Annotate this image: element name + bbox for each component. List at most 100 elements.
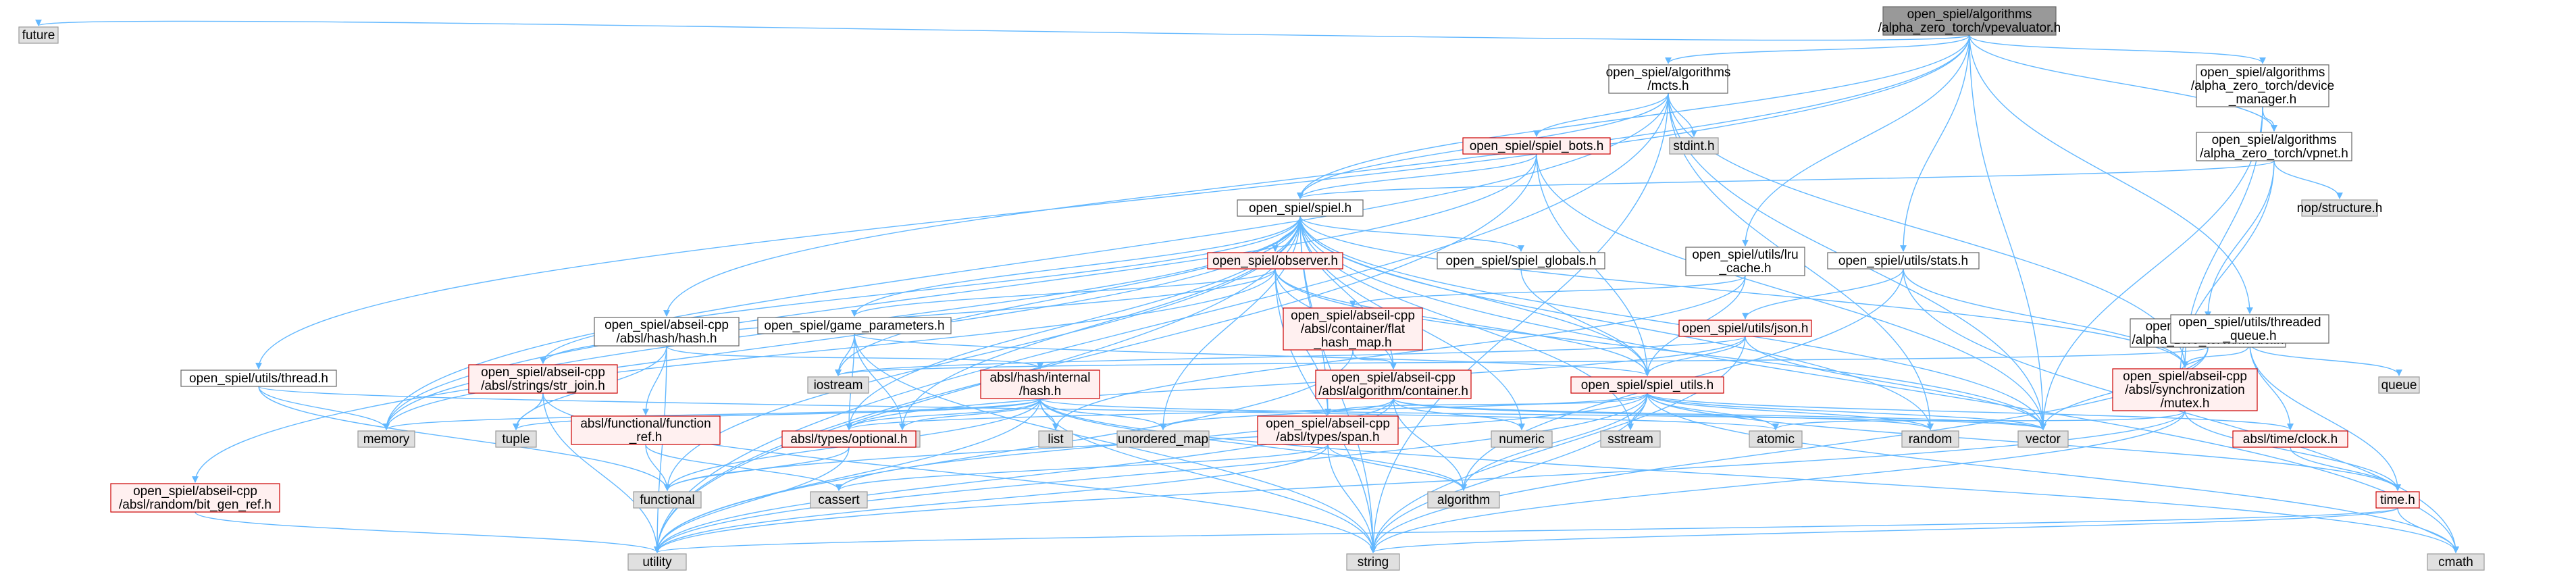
node-strjoin[interactable]: open_spiel/abseil-cpp/absl/strings/str_j… bbox=[468, 364, 618, 394]
node-observer[interactable]: open_spiel/observer.h bbox=[1207, 252, 1343, 270]
node-utils[interactable]: open_spiel/spiel_utils.h bbox=[1570, 376, 1724, 394]
edge-stats-to-cmath bbox=[1903, 268, 2459, 553]
node-label-line: _hash_map.h bbox=[1313, 336, 1391, 350]
node-box bbox=[1462, 137, 1611, 155]
node-label-line: nop/structure.h bbox=[2297, 201, 2383, 215]
node-box bbox=[2375, 491, 2420, 509]
node-label-line: iostream bbox=[814, 378, 863, 392]
node-label-line: /alpha_zero_torch/device bbox=[2191, 79, 2334, 93]
edge-strjoin-to-utility bbox=[542, 392, 661, 553]
node-span[interactable]: open_spiel/abseil-cpp/absl/types/span.h bbox=[1257, 415, 1399, 445]
node-box bbox=[1827, 252, 1980, 270]
node-label-line: open_spiel/observer.h bbox=[1212, 254, 1338, 268]
edge-utils-to-random bbox=[1647, 392, 1934, 430]
node-label-line: open_spiel/spiel_globals.h bbox=[1446, 254, 1597, 268]
node-box bbox=[594, 317, 740, 347]
edge-gameparams-to-string bbox=[854, 333, 1376, 553]
node-layer: open_spiel/algorithms/alpha_zero_torch/v… bbox=[18, 6, 2485, 571]
node-json[interactable]: open_spiel/utils/json.h bbox=[1678, 320, 1812, 337]
edge-gameparams-to-map bbox=[854, 333, 906, 430]
node-device[interactable]: open_spiel/algorithms/alpha_zero_torch/d… bbox=[2191, 64, 2334, 107]
edge-globals-to-utils bbox=[1520, 268, 1651, 376]
node-label-line: open_spiel/spiel.h bbox=[1249, 201, 1351, 215]
edge-span-to-utility bbox=[654, 444, 1329, 553]
edge-timeh-to-cmath bbox=[2397, 507, 2459, 553]
node-flathash[interactable]: open_spiel/abseil-cpp/absl/container/fla… bbox=[1283, 307, 1423, 351]
node-hashinternal[interactable]: absl/hash/internal/hash.h bbox=[980, 369, 1100, 399]
node-stats[interactable]: open_spiel/utils/stats.h bbox=[1827, 252, 1980, 270]
node-hashh[interactable]: open_spiel/abseil-cpp/absl/hash/hash.h bbox=[594, 317, 740, 347]
node-label-line: /alpha_zero_torch/vpnet.h bbox=[2200, 147, 2348, 161]
edge-json-to-optional bbox=[846, 336, 1746, 430]
node-box bbox=[571, 415, 721, 445]
node-label-line: open_spiel/abseil-cpp bbox=[1266, 417, 1390, 431]
node-label-line: list bbox=[1048, 432, 1064, 446]
edge-threadh-to-memory bbox=[258, 386, 390, 430]
node-label-line: open_spiel/abseil-cpp bbox=[133, 484, 257, 499]
node-clock[interactable]: absl/time/clock.h bbox=[2232, 430, 2348, 448]
node-box bbox=[1257, 415, 1399, 445]
edge-span-to-cassert bbox=[835, 444, 1329, 491]
node-box bbox=[1608, 64, 1728, 94]
node-spielh[interactable]: open_spiel/spiel.h bbox=[1237, 199, 1364, 217]
edge-spielh-to-mutex bbox=[1299, 215, 2188, 368]
node-box bbox=[2017, 430, 2069, 448]
node-tqueue[interactable]: open_spiel/utils/threaded_queue.h bbox=[2170, 314, 2329, 344]
node-label-line: sstream bbox=[1607, 432, 1653, 446]
edge-vpnet-to-nop bbox=[2273, 160, 2343, 199]
node-box bbox=[2196, 64, 2329, 107]
node-box bbox=[810, 491, 868, 509]
node-label-line: open_spiel/abseil-cpp bbox=[2123, 369, 2247, 384]
node-numeric: numeric bbox=[1491, 430, 1553, 448]
node-label-line: time.h bbox=[2380, 493, 2415, 507]
node-globals[interactable]: open_spiel/spiel_globals.h bbox=[1437, 252, 1605, 270]
node-label-line: open_spiel/utils/thread.h bbox=[189, 372, 328, 386]
node-cassert: cassert bbox=[810, 491, 868, 509]
node-label-line: /mutex.h bbox=[2161, 397, 2210, 411]
edge-observer-to-gameparams bbox=[851, 268, 1276, 317]
node-threadh[interactable]: open_spiel/utils/thread.h bbox=[180, 369, 337, 387]
node-mcts[interactable]: open_spiel/algorithms/mcts.h bbox=[1606, 64, 1731, 94]
node-bots[interactable]: open_spiel/spiel_bots.h bbox=[1462, 137, 1611, 155]
node-funcref[interactable]: absl/functional/function_ref.h bbox=[571, 415, 721, 445]
edge-mcts-to-stdint bbox=[1668, 93, 1697, 137]
node-lru[interactable]: open_spiel/utils/lru_cache.h bbox=[1685, 247, 1805, 276]
node-gameparams[interactable]: open_spiel/game_parameters.h bbox=[757, 317, 952, 334]
edge-algcontainer-to-random bbox=[1393, 398, 1934, 430]
node-box bbox=[1901, 430, 1959, 448]
node-vpeval[interactable]: open_spiel/algorithms/alpha_zero_torch/v… bbox=[1878, 6, 2061, 36]
node-label-line: _queue.h bbox=[2222, 329, 2276, 343]
node-box bbox=[781, 430, 917, 448]
edge-spielh-to-map bbox=[899, 215, 1301, 430]
edge-hashinternal-to-string bbox=[1039, 398, 1376, 553]
edge-utils-to-optional bbox=[846, 392, 1648, 430]
edge-mcts-to-string bbox=[1370, 93, 1669, 553]
node-timeh[interactable]: time.h bbox=[2375, 491, 2420, 509]
edge-observer-to-vector bbox=[1274, 268, 2046, 430]
edge-optional-to-utility bbox=[654, 446, 850, 553]
node-optional[interactable]: absl/types/optional.h bbox=[781, 430, 917, 448]
edge-hashinternal-to-optional bbox=[846, 398, 1041, 430]
node-box bbox=[627, 553, 687, 571]
edge-lru-to-flathash bbox=[1349, 275, 1746, 307]
edge-vpeval-to-hashh bbox=[663, 34, 1970, 317]
edge-gameparams-to-utils bbox=[854, 333, 1651, 376]
node-algcontainer[interactable]: open_spiel/abseil-cpp/absl/algorithm/con… bbox=[1315, 369, 1472, 399]
node-mutex[interactable]: open_spiel/abseil-cpp/absl/synchronizati… bbox=[2112, 368, 2258, 411]
node-box bbox=[18, 26, 59, 44]
node-box bbox=[2378, 376, 2420, 394]
node-vpnet[interactable]: open_spiel/algorithms/alpha_zero_torch/v… bbox=[2196, 132, 2352, 161]
edge-vpeval-to-device bbox=[1969, 34, 2266, 64]
edge-mcts-to-bots bbox=[1533, 93, 1669, 137]
node-box bbox=[1570, 376, 1724, 394]
edge-vpeval-to-spielh bbox=[1297, 34, 1970, 199]
edge-json-to-string bbox=[1370, 336, 1746, 553]
edge-algcontainer-to-numeric bbox=[1393, 398, 1525, 430]
edge-utils-to-string bbox=[1370, 392, 1648, 553]
node-btgen[interactable]: open_spiel/abseil-cpp/absl/random/bit_ge… bbox=[110, 483, 280, 513]
node-label-line: open_spiel/spiel_bots.h bbox=[1470, 139, 1604, 153]
edge-algcontainer-to-algorithm bbox=[1393, 398, 1467, 491]
node-box bbox=[757, 317, 952, 334]
node-label-line: open_spiel/algorithms bbox=[1907, 7, 2032, 22]
